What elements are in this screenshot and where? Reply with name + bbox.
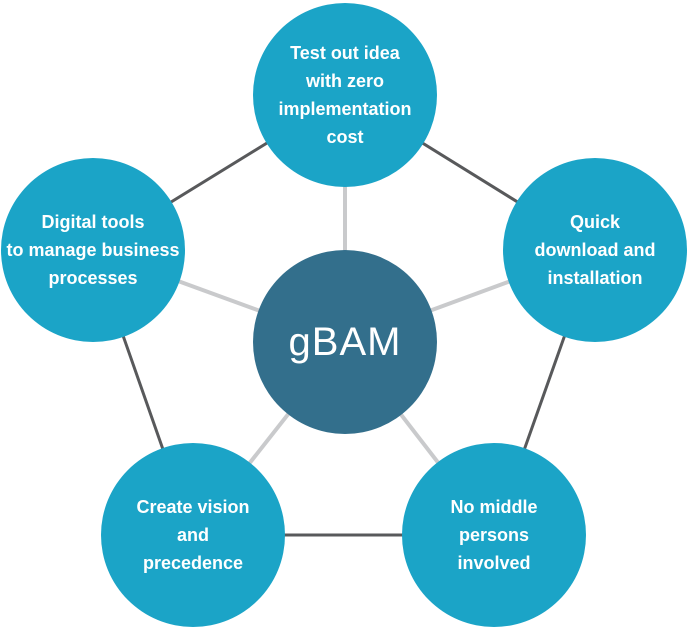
node-bottom-right-label: No middle persons involved xyxy=(450,497,538,573)
node-top-label: Test out idea with zero implementation c… xyxy=(278,43,412,147)
node-right-label: Quick download and installation xyxy=(534,212,656,288)
node-right: Quick download and installation xyxy=(503,158,687,342)
node-left: Digital tools to manage business process… xyxy=(1,158,185,342)
node-bottom-left: Create vision and precedence xyxy=(101,443,285,627)
node-bottom-left-label: Create vision and precedence xyxy=(136,497,250,573)
node-top: Test out idea with zero implementation c… xyxy=(253,3,437,187)
node-center-label: gBAM xyxy=(288,320,402,364)
node-center: gBAM xyxy=(253,250,437,434)
node-left-label: Digital tools to manage business process… xyxy=(6,212,180,288)
node-bottom-right: No middle persons involved xyxy=(402,443,586,627)
